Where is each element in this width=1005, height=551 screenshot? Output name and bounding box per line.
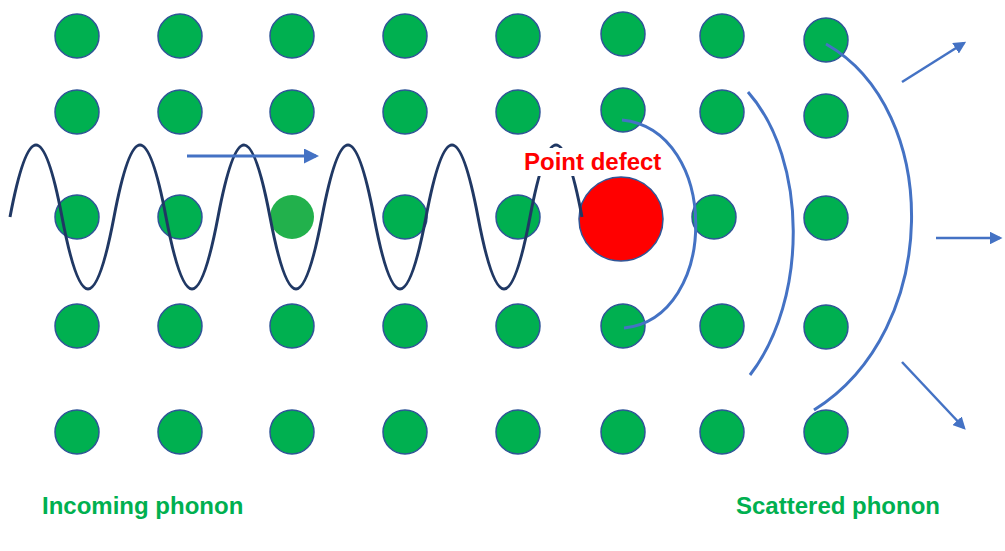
atom: [270, 195, 314, 239]
scattered-wavefront: [748, 92, 793, 375]
atom: [270, 90, 314, 134]
atom: [692, 195, 736, 239]
atom: [700, 304, 744, 348]
caption-label: Incoming phonon: [40, 492, 245, 520]
defect-label: Point defect: [522, 148, 663, 176]
direction-arrow: [187, 155, 316, 158]
atom: [496, 410, 540, 454]
atom: [383, 410, 427, 454]
atom: [270, 304, 314, 348]
atom: [700, 410, 744, 454]
atom: [55, 90, 99, 134]
atom: [496, 90, 540, 134]
direction-arrow: [902, 362, 964, 428]
atom: [383, 304, 427, 348]
atom: [383, 14, 427, 58]
atom: [270, 14, 314, 58]
incoming-wave: [10, 145, 582, 289]
atom: [804, 305, 848, 349]
atom: [158, 14, 202, 58]
atom: [700, 90, 744, 134]
atom: [55, 410, 99, 454]
atom: [383, 90, 427, 134]
atom: [55, 14, 99, 58]
atom: [496, 304, 540, 348]
scattered-wavefront: [814, 44, 912, 410]
atom: [601, 12, 645, 56]
atom: [383, 195, 427, 239]
direction-arrow: [936, 237, 1000, 240]
caption-label: Scattered phonon: [734, 492, 942, 520]
atom: [601, 88, 645, 132]
atom: [158, 410, 202, 454]
atom: [496, 14, 540, 58]
atom: [270, 410, 314, 454]
atom: [700, 14, 744, 58]
atom: [804, 94, 848, 138]
atom: [158, 90, 202, 134]
atom: [601, 410, 645, 454]
atom: [55, 304, 99, 348]
atom: [804, 410, 848, 454]
defect-atom: [579, 177, 663, 261]
atom: [158, 304, 202, 348]
direction-arrow: [902, 43, 964, 82]
atom: [804, 196, 848, 240]
